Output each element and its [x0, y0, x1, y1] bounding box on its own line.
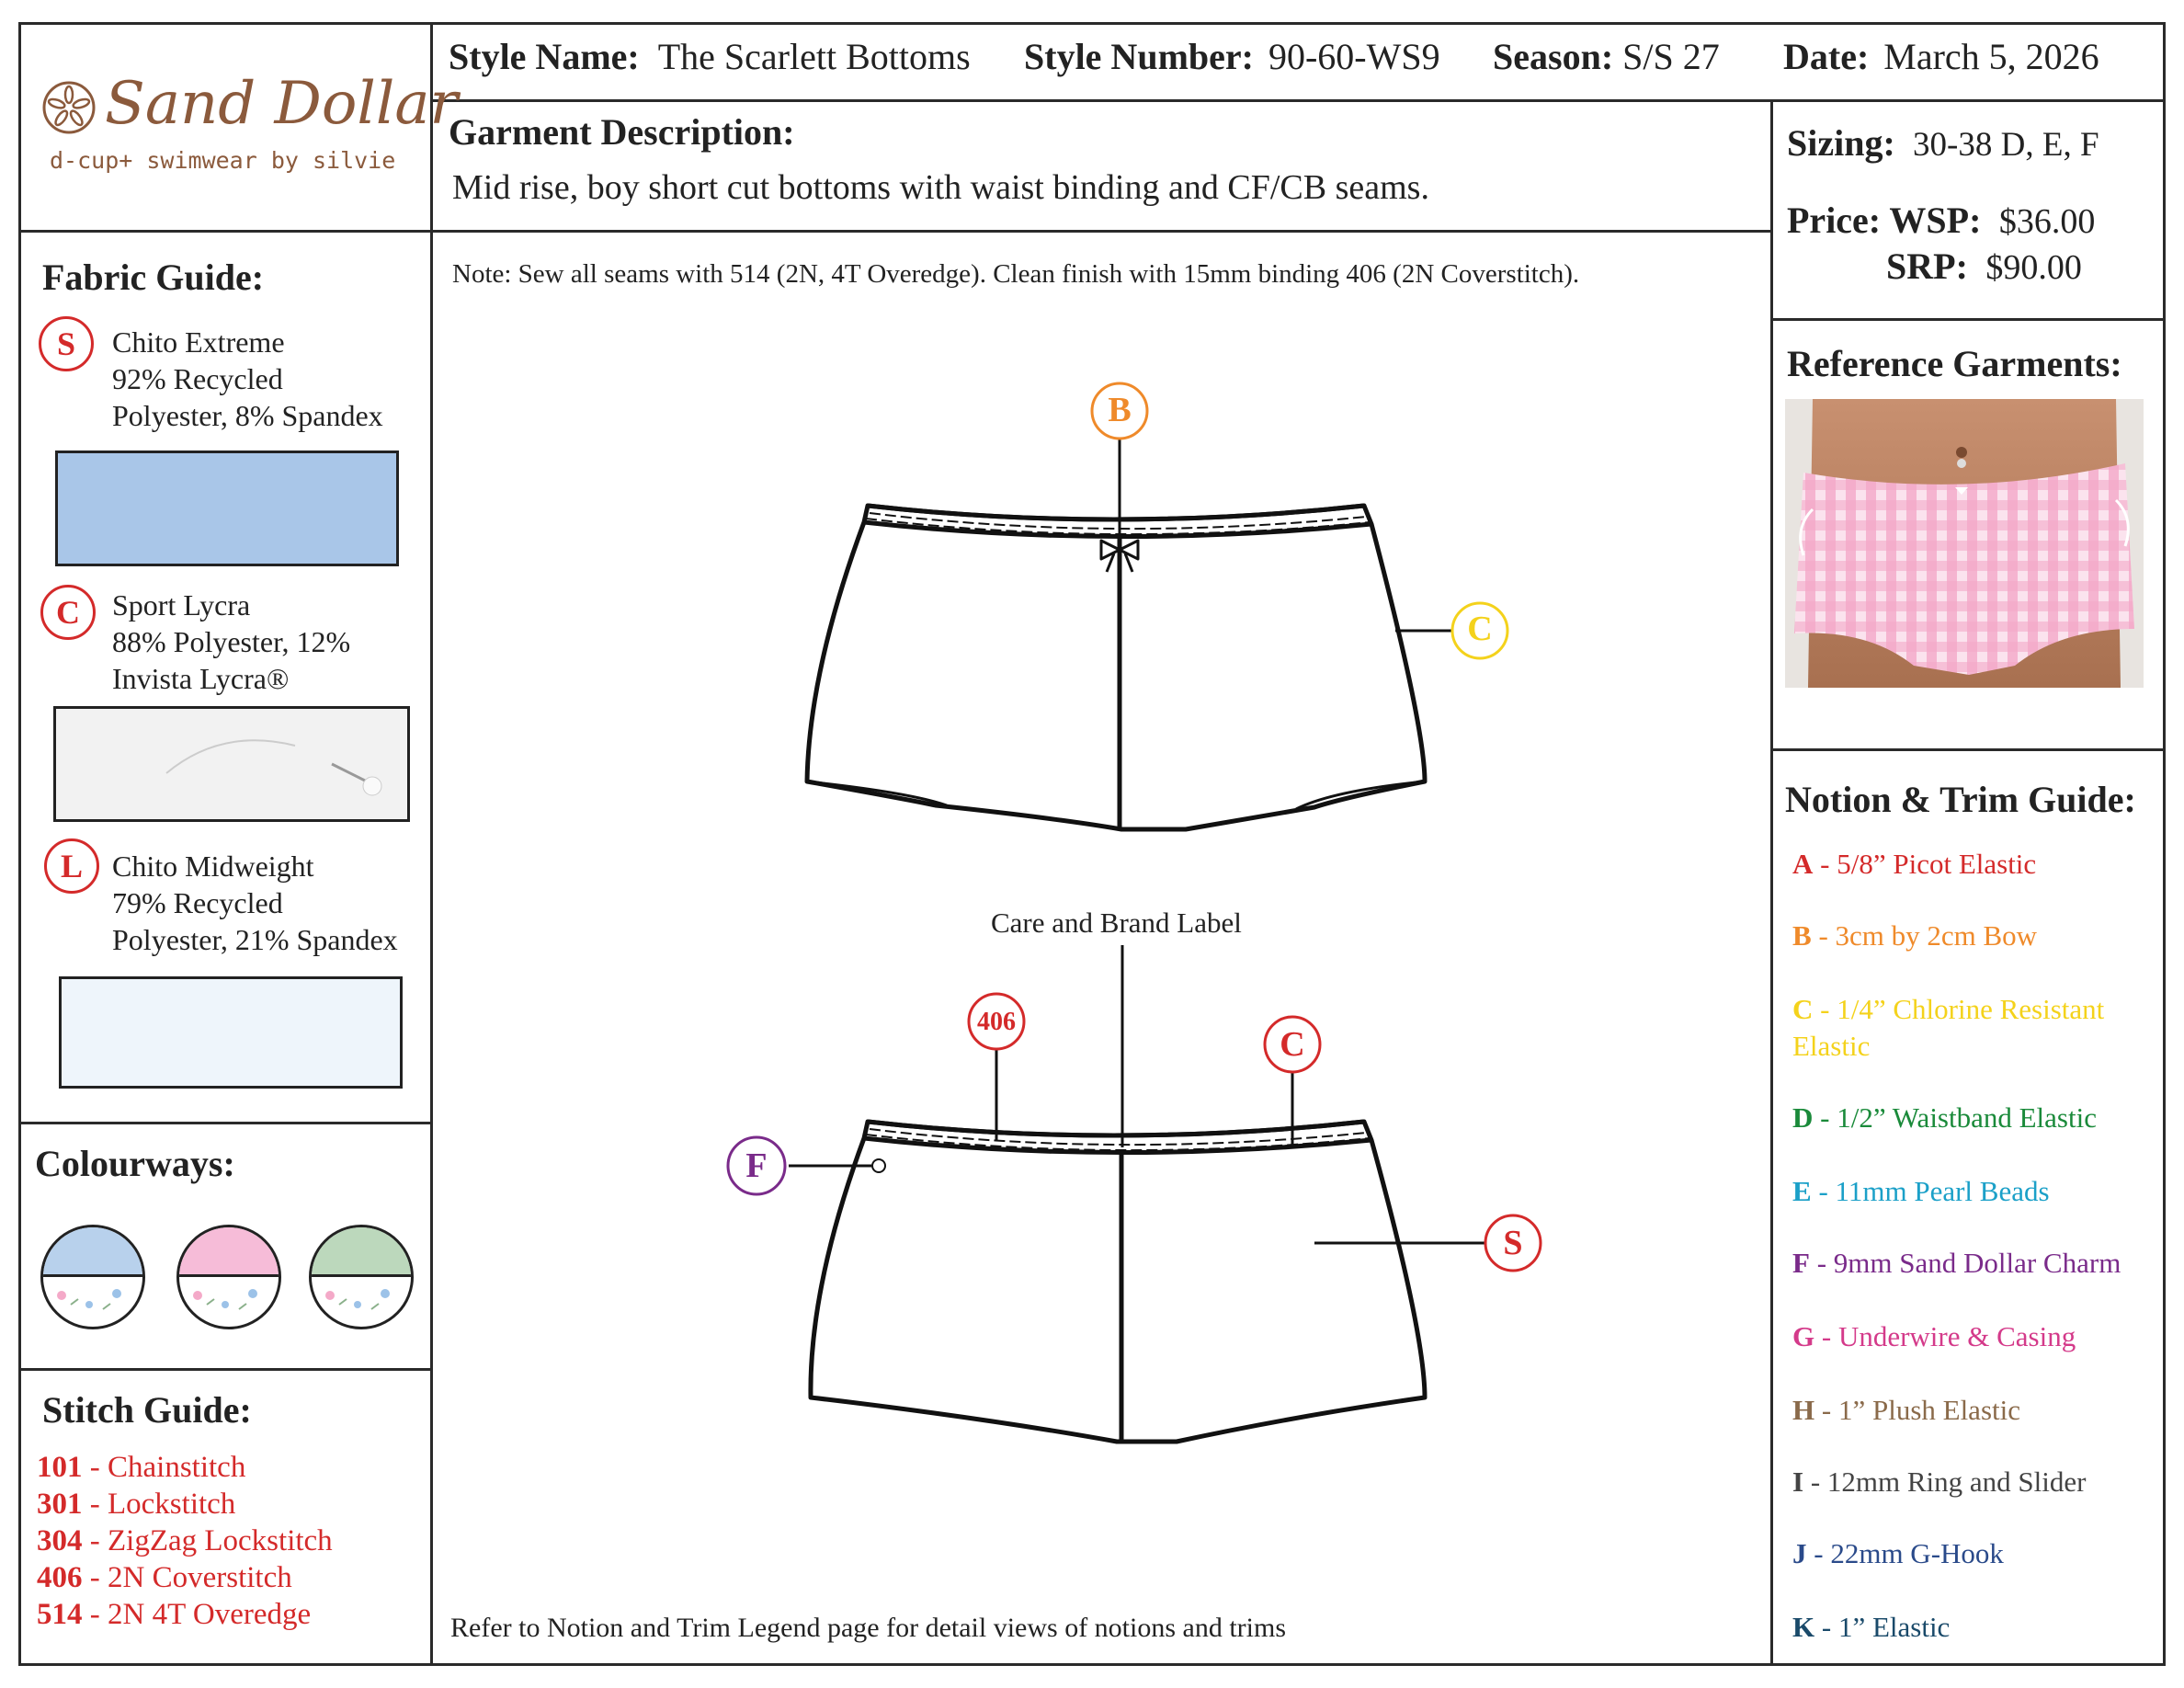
price-srp: SRP: $90.00	[1886, 245, 2082, 288]
fabric-l-comp1: 79% Recycled	[112, 886, 283, 919]
sand-dollar-icon	[42, 81, 96, 134]
srp-label: SRP:	[1886, 245, 1968, 287]
sizing: Sizing: 30-38 D, E, F	[1787, 121, 2099, 165]
stitch-406: 406 - 2N Coverstitch	[37, 1561, 292, 1594]
sewing-note: Note: Sew all seams with 514 (2N, 4T Ove…	[452, 259, 1580, 289]
srp-value: $90.00	[1985, 248, 2082, 287]
brand-tagline: d-cup+ swimwear by silvie	[50, 147, 396, 174]
fabric-c-comp1: 88% Polyester, 12%	[112, 625, 351, 658]
logo-divider	[18, 230, 432, 233]
trim-f: F - 9mm Sand Dollar Charm	[1792, 1247, 2121, 1279]
trim-a: A - 5/8” Picot Elastic	[1792, 848, 2037, 880]
trim-guide-label: Notion & Trim Guide:	[1785, 779, 2136, 820]
trim-k: K - 1” Elastic	[1792, 1611, 1951, 1643]
fabric-s-swatch	[55, 451, 399, 566]
right-column-divider	[1770, 101, 1773, 1666]
care-label-callout: Care and Brand Label	[991, 907, 1242, 939]
style-name-value: The Scarlett Bottoms	[657, 36, 971, 77]
fabric-s-comp2: Polyester, 8% Spandex	[112, 399, 383, 432]
colourway-pink	[176, 1225, 281, 1329]
footer-note: Refer to Notion and Trim Legend page for…	[450, 1613, 1287, 1643]
fabric-l-comp2: Polyester, 21% Spandex	[112, 923, 398, 956]
front-view-flat	[804, 503, 1428, 832]
wsp-label: Price: WSP:	[1787, 200, 1982, 241]
fabric-l-name: Chito Midweight	[112, 850, 314, 883]
fabric-l-marker: L	[44, 838, 99, 894]
trim-g: G - Underwire & Casing	[1792, 1320, 2076, 1352]
trim-b: B - 3cm by 2cm Bow	[1792, 919, 2038, 952]
wsp-value: $36.00	[1998, 202, 2096, 241]
description-divider	[430, 230, 1772, 233]
technical-flats	[726, 382, 1542, 1444]
description-text: Mid rise, boy short cut bottoms with wai…	[452, 168, 1429, 207]
date-label: Date:	[1783, 36, 1870, 77]
callout-406-label: 406	[977, 1008, 1016, 1036]
fabric-s-name: Chito Extreme	[112, 325, 285, 359]
fabric-c-comp2: Invista Lycra®	[112, 662, 290, 695]
trim-j: J - 22mm G-Hook	[1792, 1537, 2004, 1569]
colourway-green	[309, 1225, 414, 1329]
price-divider	[1770, 318, 2166, 321]
header-divider	[430, 99, 2166, 102]
style-number: Style Number: 90-60-WS9	[1024, 35, 1440, 78]
reference-divider	[1770, 748, 2166, 751]
fabric-divider	[18, 1122, 432, 1124]
colourway-divider	[18, 1368, 432, 1371]
trim-e: E - 11mm Pearl Beads	[1792, 1175, 2050, 1207]
date: Date: March 5, 2026	[1783, 35, 2099, 78]
fabric-c-name: Sport Lycra	[112, 588, 251, 622]
trim-c: C - 1/4” Chlorine Resistant Elastic	[1792, 993, 2105, 1062]
fabric-s-marker: S	[39, 316, 94, 371]
colourways-label: Colourways:	[35, 1143, 235, 1184]
reference-garment-image	[1785, 399, 2144, 688]
callout-c-back-label: C	[1280, 1025, 1305, 1064]
fabric-s-comp1: 92% Recycled	[112, 362, 283, 395]
fabric-c-marker: C	[40, 585, 96, 640]
callout-c-front-label: C	[1467, 610, 1493, 648]
fabric-guide-label: Fabric Guide:	[42, 257, 265, 298]
stitch-301: 301 - Lockstitch	[37, 1488, 236, 1521]
style-number-value: 90-60-WS9	[1268, 36, 1440, 77]
style-number-label: Style Number:	[1024, 36, 1254, 77]
left-column-divider	[430, 22, 433, 1666]
stitch-304: 304 - ZigZag Lockstitch	[37, 1524, 333, 1557]
price-wsp: Price: WSP: $36.00	[1787, 199, 2095, 242]
brand-logo: Sand Dollar d-cup+ swimwear by silvie	[40, 70, 458, 186]
callout-s-label: S	[1503, 1224, 1523, 1262]
trim-h: H - 1” Plush Elastic	[1792, 1394, 2020, 1426]
trim-i: I - 12mm Ring and Slider	[1792, 1466, 2087, 1498]
fabric-l-swatch	[59, 976, 403, 1089]
style-name-label: Style Name:	[449, 36, 640, 77]
trim-d: D - 1/2” Waistband Elastic	[1792, 1101, 2097, 1134]
stitch-514: 514 - 2N 4T Overedge	[37, 1598, 312, 1631]
fabric-c-swatch	[53, 706, 410, 822]
date-value: March 5, 2026	[1883, 36, 2099, 77]
season-value: S/S 27	[1622, 36, 1720, 77]
header-row: Style Name: The Scarlett Bottoms	[449, 35, 971, 78]
reference-label: Reference Garments:	[1787, 343, 2122, 384]
back-view-flat	[808, 1119, 1428, 1444]
sizing-value: 30-38 D, E, F	[1913, 126, 2099, 164]
sizing-label: Sizing:	[1787, 122, 1895, 164]
season-label: Season:	[1493, 36, 1614, 77]
page-frame	[18, 22, 2166, 1666]
colourway-blue	[40, 1225, 145, 1329]
callout-b-label: B	[1108, 391, 1132, 429]
description-label: Garment Description:	[449, 111, 795, 153]
stitch-guide-label: Stitch Guide:	[42, 1389, 252, 1431]
season: Season: S/S 27	[1493, 35, 1720, 78]
callout-f-label: F	[745, 1146, 768, 1185]
stitch-101: 101 - Chainstitch	[37, 1451, 246, 1484]
brand-name: Sand Dollar	[105, 70, 459, 138]
